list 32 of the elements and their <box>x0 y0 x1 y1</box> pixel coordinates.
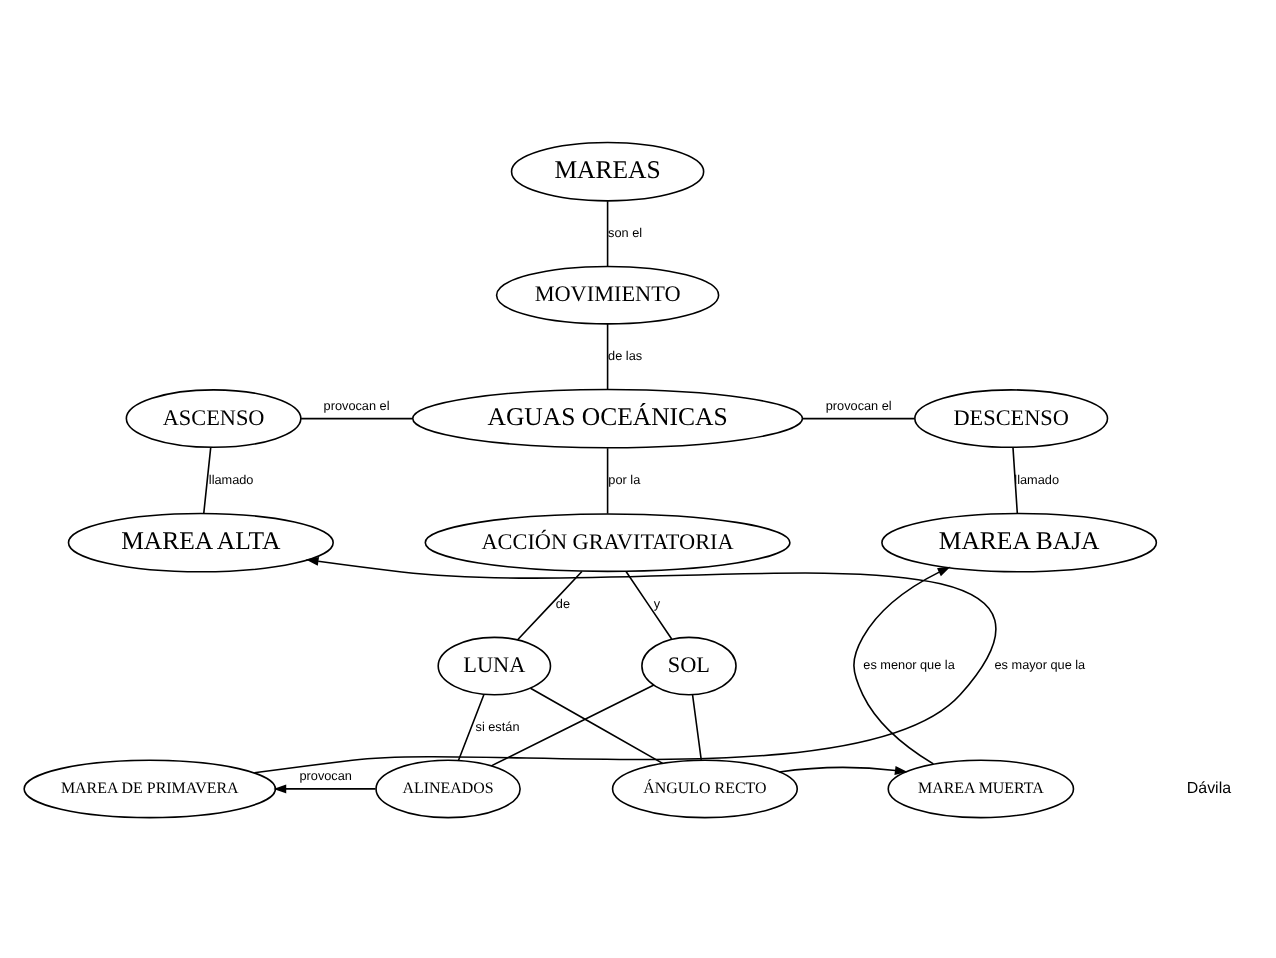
node-ellipse: SOL <box>641 635 737 695</box>
connector <box>625 569 673 639</box>
connector <box>691 693 703 760</box>
arrow <box>253 555 997 773</box>
node-ellipse: MAREA BAJA <box>881 511 1158 572</box>
node-ellipse: MAREA ALTA <box>67 511 334 572</box>
connector <box>606 199 609 267</box>
node-ellipse: ASCENSO <box>125 388 302 448</box>
node-ellipse: MOVIMIENTO <box>495 264 720 324</box>
node-ellipse: AGUAS OCEÁNICAS <box>411 387 804 448</box>
node-ellipse: MAREA DE PRIMAVERA <box>23 758 277 818</box>
connector <box>802 416 916 419</box>
node-ellipse: DESCENSO <box>914 388 1109 448</box>
connector <box>529 686 664 764</box>
connector <box>490 683 655 766</box>
node-ellipse: ÁNGULO RECTO <box>611 758 799 818</box>
label: Dávila <box>1186 777 1232 796</box>
connector <box>457 693 485 761</box>
connector <box>606 322 609 389</box>
arrow <box>273 783 377 793</box>
node-ellipse: LUNA <box>437 635 552 695</box>
arrow <box>778 765 908 774</box>
connector <box>516 569 583 640</box>
node-ellipse: ALINEADOS <box>375 758 521 818</box>
connector <box>300 416 414 419</box>
connector <box>606 446 609 514</box>
node-ellipse: MAREA MUERTA <box>887 758 1075 818</box>
connector <box>202 445 212 514</box>
node-ellipse: MAREAS <box>510 140 705 201</box>
arrow <box>853 565 951 764</box>
connector <box>1012 445 1019 514</box>
node-ellipse: ACCIÓN GRAVITATORIA <box>424 512 791 572</box>
